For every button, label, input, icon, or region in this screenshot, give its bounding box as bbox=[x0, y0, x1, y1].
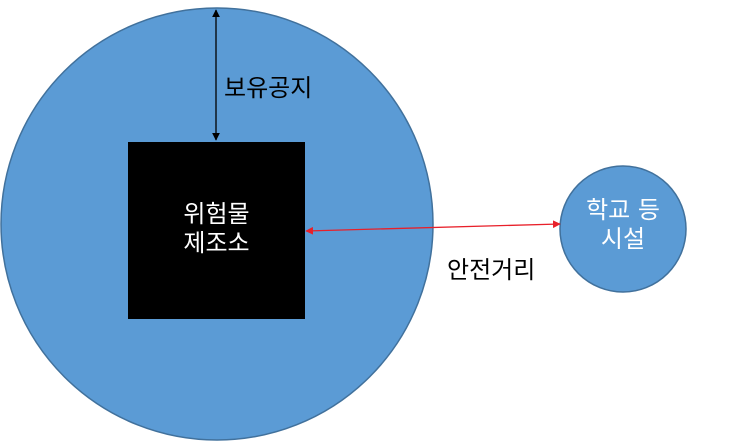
hazardous-facility-label: 위험물 제조소 bbox=[128, 200, 305, 258]
safety-distance-label: 안전거리 bbox=[447, 256, 536, 284]
hazardous-facility-box bbox=[128, 142, 305, 319]
school-facility-label-line1: 학교 등 bbox=[586, 196, 660, 224]
hazardous-facility-label-line2: 제조소 bbox=[183, 228, 250, 257]
buffer-zone-label: 보유공지 bbox=[224, 74, 313, 102]
school-facility-label-line2: 시설 bbox=[600, 224, 646, 253]
safety-distance-arrow bbox=[305, 220, 561, 235]
school-facility-label: 학교 등 시설 bbox=[560, 196, 686, 254]
hazardous-facility-label-line1: 위험물 bbox=[183, 200, 250, 228]
